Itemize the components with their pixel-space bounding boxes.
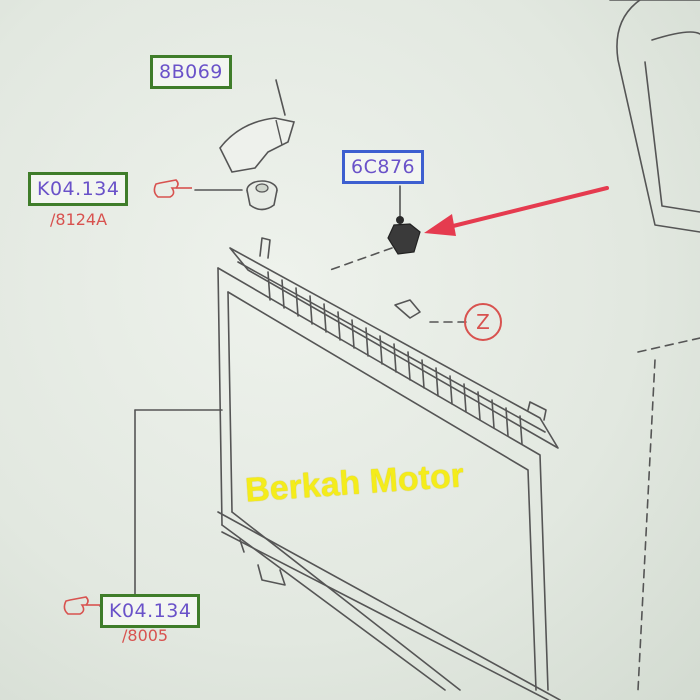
dashed-guides [329,247,700,691]
drain-plug-part [387,216,421,255]
pointing-hand-icon [63,596,100,615]
radiator-cap-part [219,117,296,173]
bottom-mount-tab [257,564,286,586]
radiator-fins [267,271,523,445]
part-label-k04-top: K04.134 [28,172,129,206]
part-label-k04-bottom: K04.134 [100,594,201,628]
part-label-6c876: 6C876 [342,150,425,184]
reference-8005: /8005 [122,626,169,645]
part-label-8b069: 8B069 [150,55,232,89]
reference-8124a: /8124A [50,210,108,229]
pointing-hand-icon [153,179,192,198]
mounting-grommet-top [246,180,278,211]
reference-circle-z: Z [464,303,502,341]
leader-lines [99,79,401,607]
radiator-core [217,267,561,700]
bottom-mount-pin [239,539,245,553]
filler-neck [394,299,421,319]
red-arrow-icon [424,186,609,236]
body-panel-outline [609,0,700,233]
radiator-top-tank [229,237,559,449]
